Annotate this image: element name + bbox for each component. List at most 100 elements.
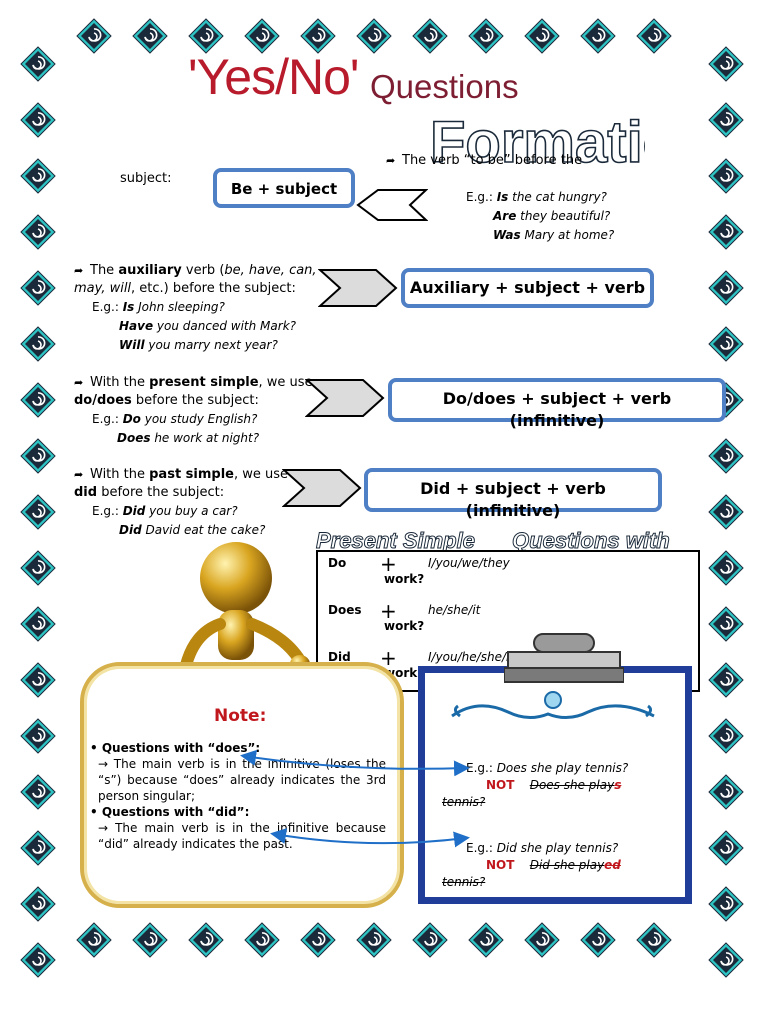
table-aux: Did xyxy=(328,650,351,664)
pointer-icon: ➦ xyxy=(74,468,84,481)
border-tile-icon xyxy=(412,18,448,54)
border-tile-icon xyxy=(356,922,392,958)
border-tile-icon xyxy=(20,774,56,810)
be-chevron-icon xyxy=(356,189,428,221)
pointer-icon: ➦ xyxy=(74,264,84,277)
example-line: Was Mary at home? xyxy=(493,228,615,242)
border-tile-icon xyxy=(20,662,56,698)
border-tile-icon xyxy=(20,718,56,754)
border-tile-icon xyxy=(708,718,744,754)
clipboard-example-wrong-continued: tennis? xyxy=(442,875,486,889)
table-subjects: he/she/it xyxy=(428,603,481,617)
be-formula-box: Be + subject xyxy=(213,168,355,208)
border-tile-icon xyxy=(708,886,744,922)
border-tile-icon xyxy=(188,922,224,958)
border-tile-icon xyxy=(468,922,504,958)
clipboard-example-1: E.g.: Does she play tennis? NOT Does she… xyxy=(442,760,670,811)
pointer-icon: ➦ xyxy=(74,376,84,389)
clipboard-example-wrong: NOT Does she plays xyxy=(486,778,622,792)
border-tile-icon xyxy=(708,46,744,82)
clipboard-example-question: E.g.: Does she play tennis? xyxy=(466,761,629,775)
clipboard-example-2: E.g.: Did she play tennis? NOT Did she p… xyxy=(442,840,670,891)
table-subjects: I/you/we/they xyxy=(428,556,510,570)
border-tile-icon xyxy=(708,494,744,530)
border-tile-icon xyxy=(132,922,168,958)
border-tile-icon xyxy=(708,550,744,586)
scroll-ornament-icon xyxy=(451,691,655,719)
table-heading-left: Present Simple xyxy=(316,528,476,554)
border-tile-icon xyxy=(244,18,280,54)
be-rule: ➦ The verb “to be” before the xyxy=(386,152,582,170)
border-tile-icon xyxy=(580,922,616,958)
past-formula-box: Did + subject + verb (infinitive) xyxy=(364,468,662,520)
aux-rule: ➦The auxiliary verb (be, have, can, may,… xyxy=(74,263,317,296)
border-tile-icon xyxy=(300,922,336,958)
border-tile-icon xyxy=(20,270,56,306)
table-aux: Do xyxy=(328,556,347,570)
border-tile-icon xyxy=(20,102,56,138)
border-tile-icon xyxy=(76,922,112,958)
border-tile-icon xyxy=(636,922,672,958)
note-frame xyxy=(80,662,404,908)
border-tile-icon xyxy=(356,18,392,54)
border-tile-icon xyxy=(20,606,56,642)
clipboard xyxy=(418,666,692,904)
title-formation: Formation xyxy=(430,110,645,170)
table-verb: work? xyxy=(384,619,425,633)
border-tile-icon xyxy=(524,922,560,958)
example-line: E.g.: Do you study English? xyxy=(92,412,258,426)
be-rule-text: The verb “to be” before the xyxy=(402,153,583,168)
border-tile-icon xyxy=(300,18,336,54)
note-did-heading: • Questions with “did”: xyxy=(90,805,250,819)
border-tile-icon xyxy=(524,18,560,54)
example-line: Are they beautiful? xyxy=(493,209,611,223)
border-tile-icon xyxy=(20,438,56,474)
table-plus: + xyxy=(380,599,397,623)
aux-formula-box: Auxiliary + subject + verb xyxy=(401,268,654,308)
border-tile-icon xyxy=(20,494,56,530)
border-tile-icon xyxy=(708,270,744,306)
border-tile-icon xyxy=(20,830,56,866)
table-verb: work? xyxy=(384,572,425,586)
border-tile-icon xyxy=(20,326,56,362)
connector-arrows xyxy=(240,750,470,848)
border-tile-icon xyxy=(244,922,280,958)
example-line: Does he work at night? xyxy=(117,431,260,445)
table-plus: + xyxy=(380,552,397,576)
title-yes-no: 'Yes/No' xyxy=(188,49,359,105)
border-tile-icon xyxy=(708,326,744,362)
border-tile-icon xyxy=(708,662,744,698)
border-tile-icon xyxy=(708,606,744,642)
border-tile-icon xyxy=(20,550,56,586)
border-tile-icon xyxy=(708,830,744,866)
border-tile-icon xyxy=(708,102,744,138)
border-tile-icon xyxy=(20,886,56,922)
border-tile-icon xyxy=(20,214,56,250)
border-tile-icon xyxy=(708,158,744,194)
example-line: E.g.: Is John sleeping? xyxy=(92,300,225,314)
border-tile-icon xyxy=(20,158,56,194)
pointer-icon: ➦ xyxy=(386,154,396,167)
border-tile-icon xyxy=(412,922,448,958)
clipboard-example-question: E.g.: Did she play tennis? xyxy=(466,841,619,855)
border-tile-icon xyxy=(580,18,616,54)
past-examples: E.g.: Did you buy a car? Did David eat t… xyxy=(92,502,265,540)
clipboard-clip-icon xyxy=(504,633,624,683)
border-tile-icon xyxy=(76,18,112,54)
clipboard-example-wrong-continued: tennis? xyxy=(442,795,486,809)
border-tile-icon xyxy=(20,46,56,82)
border-tile-icon xyxy=(468,18,504,54)
border-tile-icon xyxy=(708,214,744,250)
note-does-heading: • Questions with “does”: xyxy=(90,741,261,755)
present-examples: E.g.: Do you study English? Does he work… xyxy=(92,410,259,448)
present-chevron-icon xyxy=(305,379,385,417)
border-tile-icon xyxy=(708,942,744,978)
border-tile-icon xyxy=(708,774,744,810)
border-tile-icon xyxy=(188,18,224,54)
example-line: Did David eat the cake? xyxy=(119,523,266,537)
border-tile-icon xyxy=(708,438,744,474)
title-questions: Questions xyxy=(370,68,519,105)
